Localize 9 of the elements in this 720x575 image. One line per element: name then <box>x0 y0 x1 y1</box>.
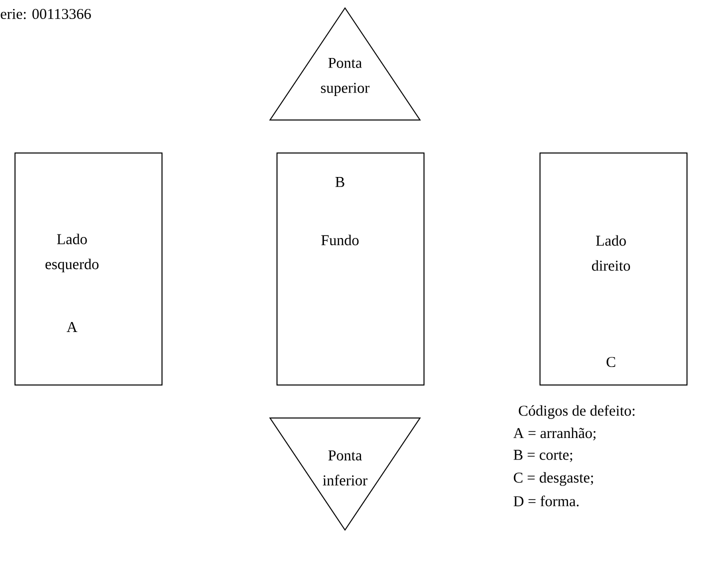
rectangle-box: B Fundo <box>276 152 424 386</box>
legend-title: Códigos de defeito: <box>518 405 634 419</box>
header-text: erie: 00113366 <box>0 8 91 20</box>
rectangle-box: Lado direito C <box>540 152 688 386</box>
legend-entry: B = corte; <box>514 450 572 462</box>
rectangle-box: Lado esquerdo A <box>14 152 162 386</box>
legend-entry: D = forma. <box>514 496 579 506</box>
legend-entry: A = arranhão; <box>513 428 596 440</box>
legend-entry: C = desgaste; <box>514 472 593 486</box>
